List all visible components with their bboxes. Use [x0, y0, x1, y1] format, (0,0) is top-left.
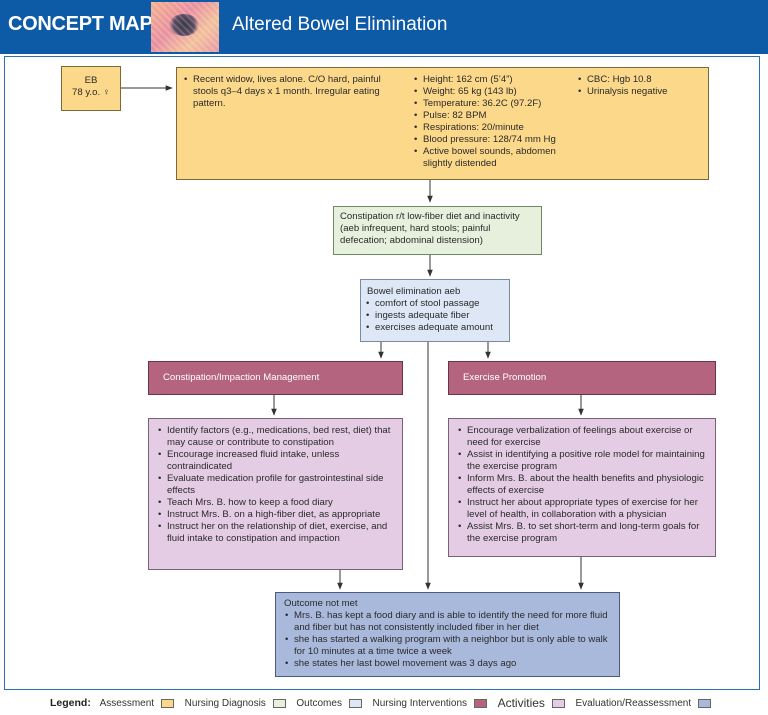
legend-label-nursing-interventions: Nursing Interventions: [372, 697, 468, 709]
activity-item: Encourage verbalization of feelings abou…: [457, 425, 707, 449]
legend-swatch-activities: [551, 698, 565, 708]
legend: Legend: Assessment Nursing Diagnosis Out…: [50, 696, 719, 710]
activity-item: Inform Mrs. B. about the health benefits…: [457, 473, 707, 497]
assessment-col-history: Recent widow, lives alone. C/O hard, pai…: [183, 74, 408, 110]
outcome-item: ingests adequate fiber: [365, 310, 503, 322]
map-topic-title: Altered Bowel Elimination: [232, 14, 448, 35]
legend-label-nursing-diagnosis: Nursing Diagnosis: [184, 697, 266, 709]
legend-swatch-nursing-diagnosis: [272, 698, 286, 708]
activities-left-list: Identify factors (e.g., medications, bed…: [157, 425, 394, 545]
legend-swatch-evaluation: [697, 698, 711, 708]
outcomes-list: comfort of stool passage ingests adequat…: [365, 298, 503, 334]
legend-label-evaluation: Evaluation/Reassessment: [575, 697, 692, 709]
assessment-item: Urinalysis negative: [577, 86, 705, 98]
assessment-item: Respirations: 20/minute: [413, 122, 575, 134]
intestine-photo-icon: [151, 2, 219, 52]
patient-age: 78 y.o. ♀: [72, 87, 110, 98]
legend-label-outcomes: Outcomes: [296, 697, 342, 709]
legend-swatch-assessment: [160, 698, 174, 708]
diagnosis-text: Constipation r/t low-fiber diet and inac…: [340, 211, 520, 246]
intervention-right-label: Exercise Promotion: [463, 372, 547, 383]
activity-item: Instruct her about appropriate types of …: [457, 497, 707, 521]
assessment-item: Temperature: 36.2C (97.2F): [413, 98, 575, 110]
header-bar: CONCEPT MAP Altered Bowel Elimination: [0, 0, 768, 54]
assessment-col-vitals: Height: 162 cm (5’4”) Weight: 65 kg (143…: [413, 74, 575, 170]
legend-swatch-nursing-interventions: [473, 698, 487, 708]
assessment-item: Height: 162 cm (5’4”): [413, 74, 575, 86]
evaluation-title: Outcome not met: [284, 598, 358, 609]
outcome-item: comfort of stool passage: [365, 298, 503, 310]
evaluation-list: Mrs. B. has kept a food diary and is abl…: [284, 610, 611, 670]
activity-item: Evaluate medication profile for gastroin…: [157, 473, 394, 497]
activity-item: Instruct Mrs. B. on a high-fiber diet, a…: [157, 509, 394, 521]
evaluation-box: Outcome not met Mrs. B. has kept a food …: [275, 592, 620, 677]
legend-label-assessment: Assessment: [99, 697, 155, 709]
activities-right-box: Encourage verbalization of feelings abou…: [448, 418, 716, 557]
outcomes-title: Bowel elimination aeb: [367, 286, 461, 297]
evaluation-item: she has started a walking program with a…: [284, 634, 611, 658]
assessment-item: Blood pressure: 128/74 mm Hg: [413, 134, 575, 146]
assessment-box: Recent widow, lives alone. C/O hard, pai…: [176, 67, 709, 180]
patient-name: EB: [84, 75, 98, 86]
activity-item: Assist Mrs. B. to set short-term and lon…: [457, 521, 707, 545]
assessment-item: Weight: 65 kg (143 lb): [413, 86, 575, 98]
intervention-constipation-management: Constipation/Impaction Management: [148, 361, 403, 395]
intervention-exercise-promotion: Exercise Promotion: [448, 361, 716, 395]
intervention-left-label: Constipation/Impaction Management: [163, 372, 320, 383]
activities-left-box: Identify factors (e.g., medications, bed…: [148, 418, 403, 570]
evaluation-item: Mrs. B. has kept a food diary and is abl…: [284, 610, 611, 634]
activities-right-list: Encourage verbalization of feelings abou…: [457, 425, 707, 545]
activity-item: Teach Mrs. B. how to keep a food diary: [157, 497, 394, 509]
assessment-col-labs: CBC: Hgb 10.8 Urinalysis negative: [577, 74, 705, 98]
activity-item: Assist in identifying a positive role mo…: [457, 449, 707, 473]
assessment-item: CBC: Hgb 10.8: [577, 74, 705, 86]
evaluation-item: she states her last bowel movement was 3…: [284, 658, 611, 670]
outcomes-box: Bowel elimination aeb comfort of stool p…: [360, 279, 510, 342]
legend-swatch-outcomes: [348, 698, 362, 708]
outcome-item: exercises adequate amount: [365, 322, 503, 334]
activity-item: Identify factors (e.g., medications, bed…: [157, 425, 394, 449]
assessment-item: Active bowel sounds, abdomen slightly di…: [413, 146, 575, 170]
legend-label-activities: Activities: [497, 696, 545, 710]
concept-map-title: CONCEPT MAP: [8, 13, 153, 35]
assessment-item: Pulse: 82 BPM: [413, 110, 575, 122]
legend-title: Legend:: [50, 697, 91, 709]
activity-item: Encourage increased fluid intake, unless…: [157, 449, 394, 473]
diagram-frame: [4, 56, 760, 690]
activity-item: Instruct her on the relationship of diet…: [157, 521, 394, 545]
nursing-diagnosis-box: Constipation r/t low-fiber diet and inac…: [333, 206, 542, 255]
assessment-item: Recent widow, lives alone. C/O hard, pai…: [183, 74, 408, 110]
patient-box: EB 78 y.o. ♀: [61, 66, 121, 111]
